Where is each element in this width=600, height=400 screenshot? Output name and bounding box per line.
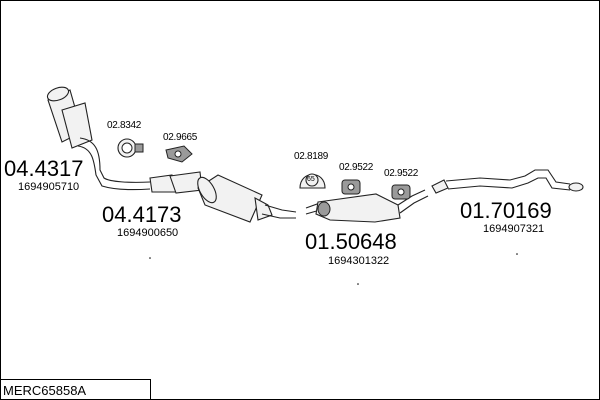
part-number-1: 04.4317 bbox=[4, 156, 84, 181]
gasket-02-9665 bbox=[165, 145, 193, 163]
oe-number-2: 1694900650 bbox=[117, 227, 179, 239]
hanger-02-8189 bbox=[299, 173, 326, 189]
reference-code: MERC65858A bbox=[3, 383, 87, 398]
accessory-number-2: 02.9665 bbox=[163, 132, 198, 143]
dot-marker bbox=[516, 253, 518, 255]
rubber-mount-1 bbox=[341, 179, 361, 195]
rubber-mount-2 bbox=[391, 184, 411, 200]
center-silencer bbox=[305, 189, 429, 223]
part-number-4: 01.70169 bbox=[460, 198, 552, 223]
part-number-3: 01.50648 bbox=[305, 229, 397, 254]
accessory-number-3: 02.8189 bbox=[294, 151, 329, 162]
dot-marker bbox=[149, 257, 151, 259]
accessory-number-5: 02.9522 bbox=[384, 168, 419, 179]
accessory-number-4: 02.9522 bbox=[339, 162, 374, 173]
clamp-02-8342 bbox=[117, 138, 144, 158]
part-number-2: 04.4173 bbox=[102, 202, 182, 227]
catalytic-converter-front bbox=[46, 86, 203, 194]
rear-pipe bbox=[431, 169, 584, 194]
dot-marker bbox=[357, 283, 359, 285]
oe-number-3: 1694301322 bbox=[328, 255, 390, 267]
accessory-number-1: 02.8342 bbox=[107, 120, 142, 131]
hanger-badge: 65 bbox=[307, 176, 315, 183]
oe-number-4: 1694907321 bbox=[483, 223, 545, 235]
oe-number-1: 1694905710 bbox=[18, 181, 80, 193]
catalytic-converter-middle bbox=[197, 174, 297, 223]
reference-box: MERC65858A bbox=[0, 379, 151, 399]
